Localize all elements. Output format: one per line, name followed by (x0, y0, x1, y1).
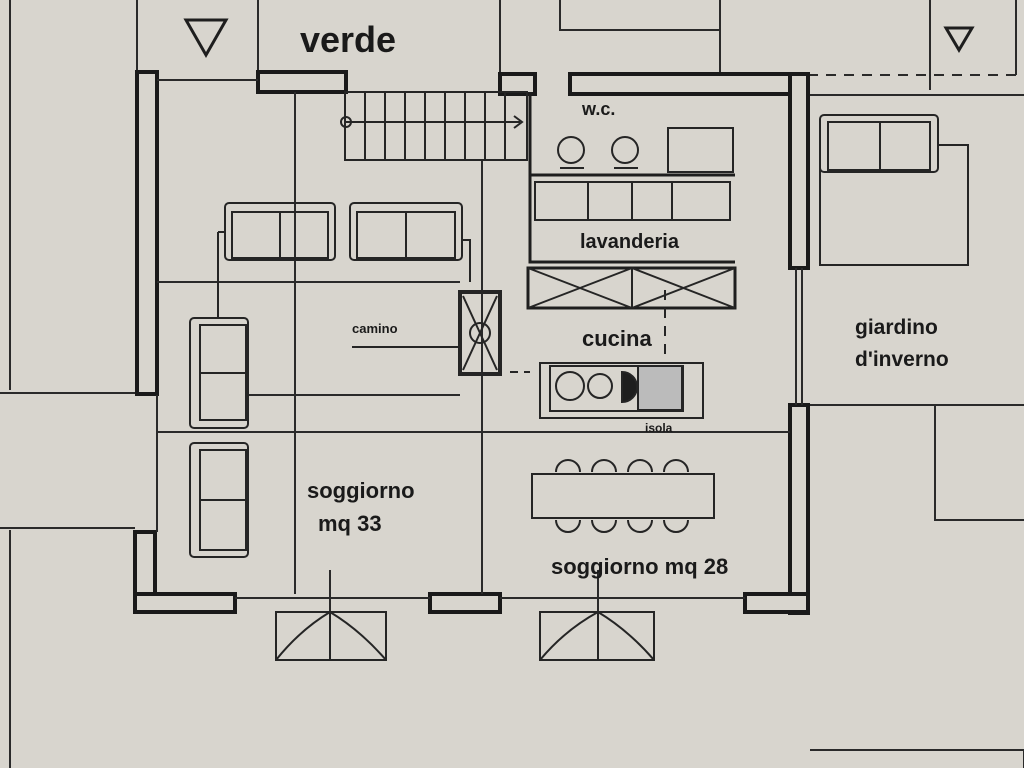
fireplace-icon (352, 290, 502, 376)
sofas (189, 114, 969, 558)
staircase (340, 91, 528, 161)
label-isola: isola (645, 421, 673, 435)
label-soggiorno-33-line1: soggiorno (307, 478, 415, 503)
label-giardino-line1: giardino (855, 316, 938, 339)
north-triangle-icon (183, 18, 975, 59)
kitchen-island (510, 290, 704, 419)
label-camino: camino (352, 321, 398, 336)
wc-room (526, 92, 737, 310)
dining-table (531, 459, 715, 533)
doors (275, 611, 655, 661)
chairs (555, 459, 689, 533)
label-wc: w.c. (581, 99, 615, 119)
label-lavanderia: lavanderia (580, 231, 680, 253)
walls (133, 70, 810, 615)
label-giardino-line2: d'inverno (855, 348, 949, 371)
label-cucina: cucina (582, 326, 652, 351)
label-soggiorno-33-line2: mq 33 (318, 511, 382, 536)
label-soggiorno-28: soggiorno mq 28 (551, 554, 728, 579)
label-verde: verde (300, 19, 396, 60)
